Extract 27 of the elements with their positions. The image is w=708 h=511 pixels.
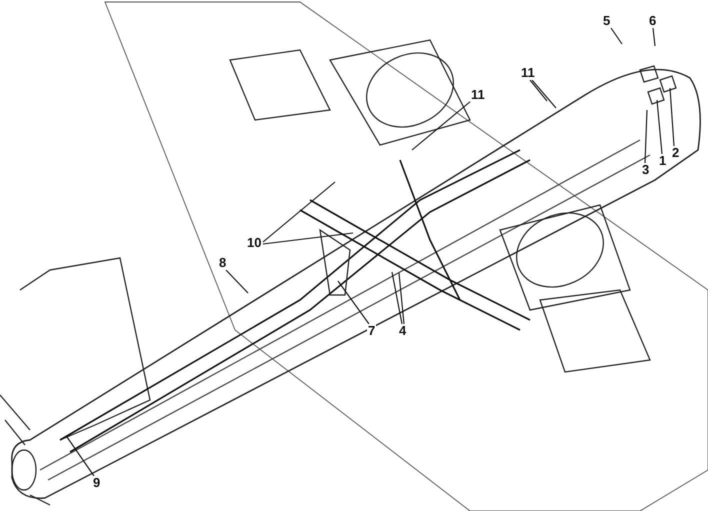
callout-number: 1 (658, 154, 668, 168)
callout-number: 2 (671, 146, 680, 160)
callout-number: 9 (92, 476, 102, 490)
callout-number: 4 (398, 324, 408, 338)
leader-line (66, 436, 94, 476)
callout-number: 10 (246, 236, 262, 250)
callout-number: 3 (641, 163, 650, 177)
leader-line (391, 272, 403, 324)
callout-number: 7 (367, 324, 376, 338)
callout-number: 8 (218, 256, 228, 270)
leader-line (532, 80, 556, 108)
callout-number: 11 (470, 88, 486, 102)
leader-line (338, 280, 370, 324)
callout-number: 5 (602, 14, 612, 28)
leader-line (262, 232, 354, 245)
leader-line (398, 272, 405, 324)
leader-line (412, 100, 472, 150)
leader-line (610, 28, 622, 44)
leader-line (530, 80, 548, 102)
leader-line (652, 28, 656, 46)
leader-line (656, 100, 663, 154)
leader-line (644, 110, 648, 164)
callout-number: 11 (520, 66, 536, 80)
leader-line (226, 270, 248, 294)
callout-number: 6 (648, 14, 658, 28)
leader-line (669, 88, 675, 146)
leader-line (262, 182, 336, 242)
